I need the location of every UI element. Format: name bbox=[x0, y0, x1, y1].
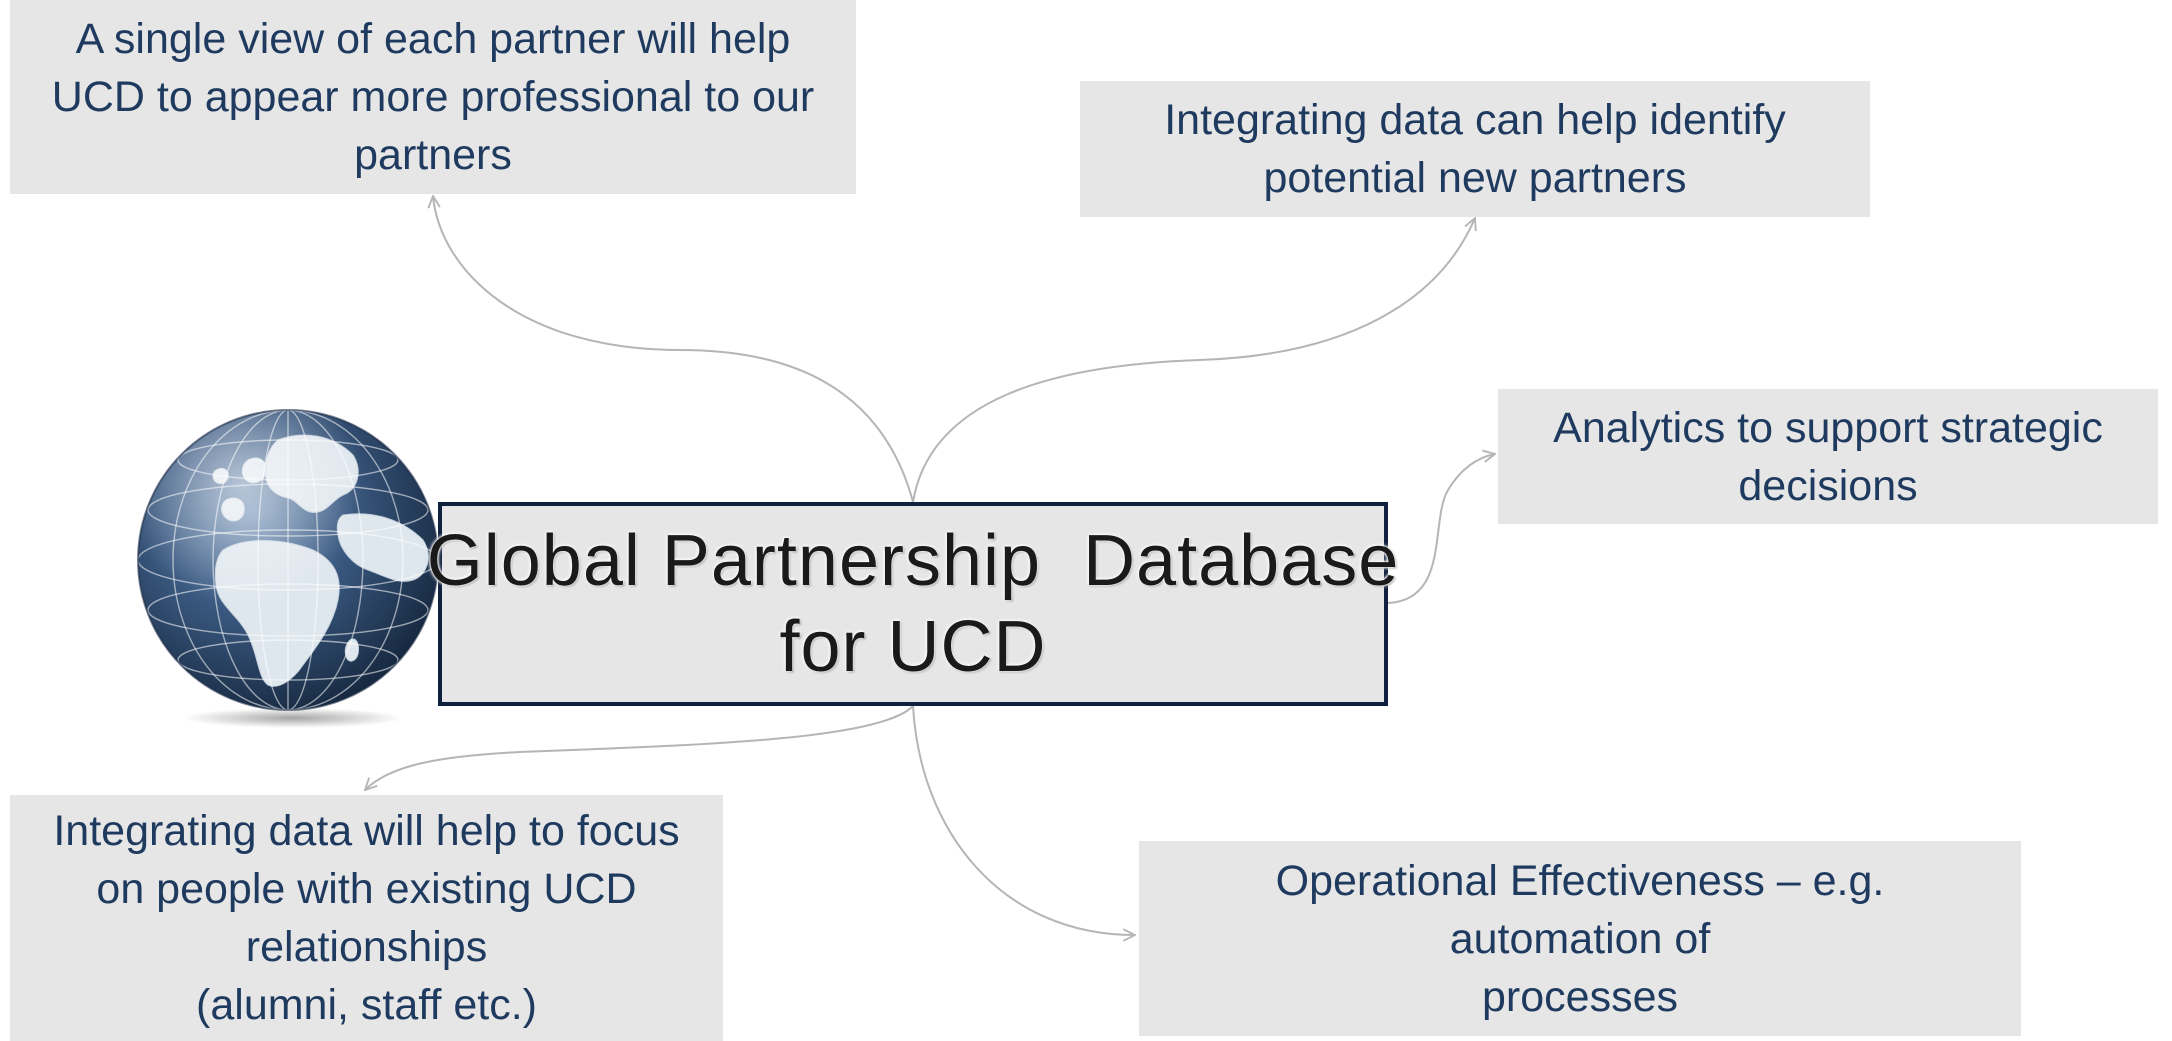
benefit-box-operational-effectiveness: Operational Effectiveness – e.g. automat… bbox=[1139, 841, 2021, 1036]
benefit-single-view-line-2: UCD to appear more professional to our bbox=[51, 73, 815, 121]
benefit-analytics-line-1: Analytics to support strategic bbox=[1553, 403, 2103, 452]
benefit-relationships-line-2: on people with existing UCD bbox=[96, 865, 637, 913]
connector-right bbox=[1387, 454, 1495, 604]
benefit-operational-line-1: Operational Effectiveness – e.g. bbox=[1275, 856, 1885, 905]
benefit-relationships-line-4: (alumni, staff etc.) bbox=[196, 981, 537, 1029]
benefit-box-existing-relationships: Integrating data will help to focus on p… bbox=[10, 795, 723, 1041]
benefit-operational-line-2: automation of bbox=[1449, 914, 1711, 963]
benefit-operational-line-3: processes bbox=[1482, 972, 1678, 1021]
globe-icon bbox=[137, 409, 439, 728]
benefit-single-view-line-3: partners bbox=[354, 131, 512, 179]
benefit-relationships-line-1: Integrating data will help to focus bbox=[53, 807, 680, 855]
benefit-new-partners-line-1: Integrating data can help identify bbox=[1164, 96, 1786, 144]
connector-top-right bbox=[912, 218, 1475, 503]
benefit-relationships-line-3: relationships bbox=[245, 923, 488, 971]
benefit-box-single-view: A single view of each partner will help … bbox=[10, 0, 856, 194]
central-topic-box: Global Partnership Database for UCD bbox=[427, 502, 1398, 706]
benefit-box-analytics: Analytics to support strategic decisions bbox=[1498, 389, 2158, 524]
benefit-new-partners-line-2: potential new partners bbox=[1263, 154, 1687, 202]
connector-bottom-right bbox=[912, 705, 1135, 935]
connector-bottom-left bbox=[365, 705, 914, 790]
central-topic-line-2: for UCD bbox=[779, 607, 1047, 687]
benefit-box-new-partners: Integrating data can help identify poten… bbox=[1080, 81, 1870, 217]
connector-top-left bbox=[433, 196, 914, 503]
benefit-single-view-line-1: A single view of each partner will help bbox=[75, 15, 791, 63]
central-topic-line-1: Global Partnership Database bbox=[426, 521, 1400, 601]
benefit-analytics-line-2: decisions bbox=[1738, 461, 1918, 510]
